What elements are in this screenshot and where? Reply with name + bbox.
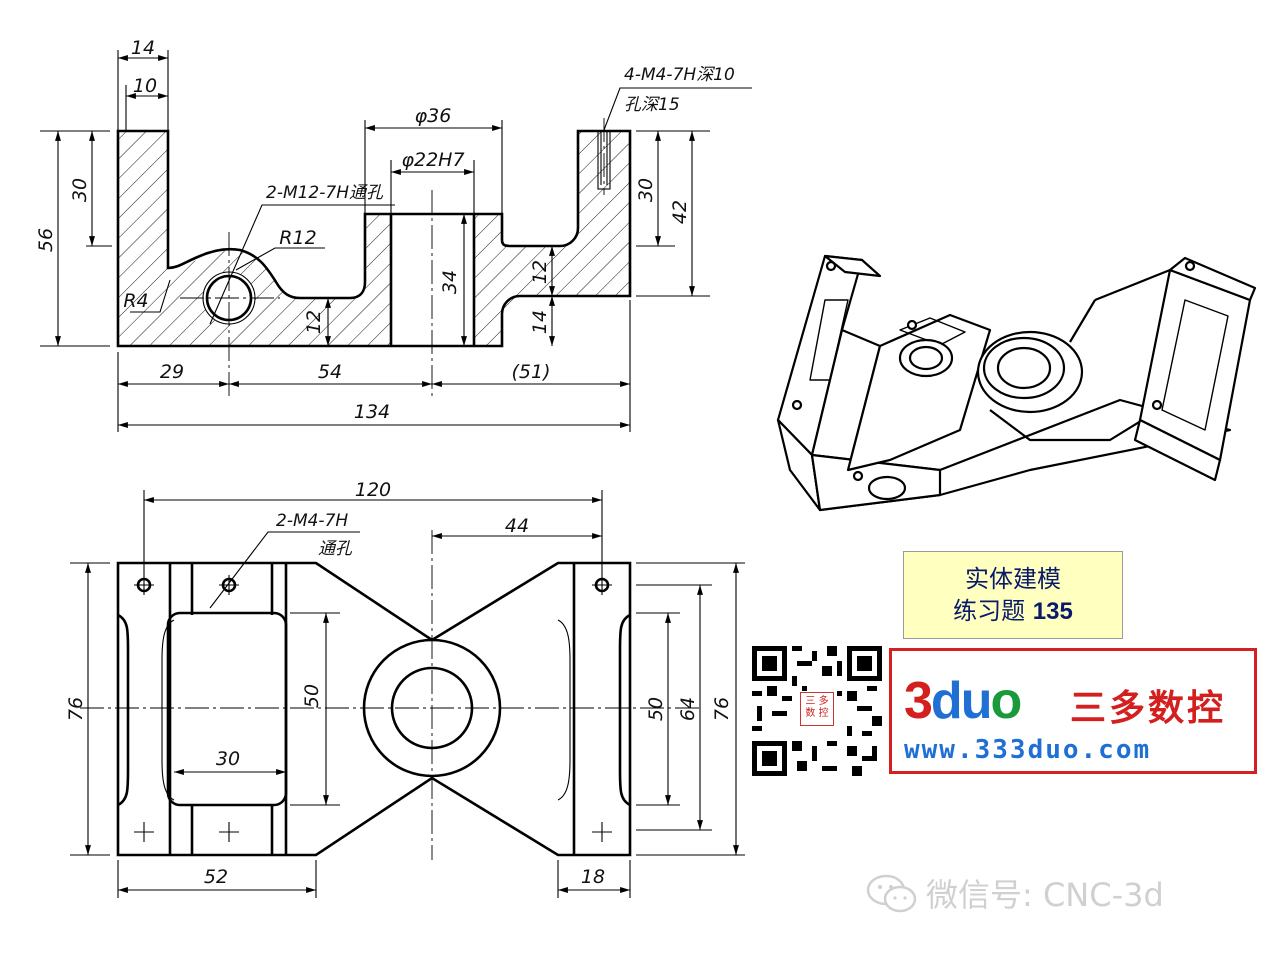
dim-76-right: 76 xyxy=(711,697,733,721)
note-m4-top: 4-M4-7H深10 xyxy=(624,65,735,85)
dim-50-left: 50 xyxy=(301,684,323,708)
brand-name: 三多数控 xyxy=(1070,688,1227,729)
top-view-outline xyxy=(116,561,632,857)
dim-120: 120 xyxy=(355,479,391,501)
wechat-icon xyxy=(866,874,917,913)
dim-64: 64 xyxy=(677,697,699,721)
exercise-title-label: 练习题 xyxy=(953,596,1026,625)
exercise-title-line1: 实体建模 xyxy=(965,564,1061,593)
brand-logo-u: u xyxy=(960,672,993,730)
dim-50-right: 50 xyxy=(645,697,667,721)
wechat-id-text: 微信号: CNC-3d xyxy=(926,876,1164,914)
qr-badge-line2: 数 控 xyxy=(805,708,829,719)
dim-54: 54 xyxy=(318,361,342,383)
dim-12-mid: 12 xyxy=(529,260,551,284)
wechat-watermark: 微信号: CNC-3d xyxy=(866,870,1164,916)
dim-56: 56 xyxy=(35,228,57,252)
dim-52: 52 xyxy=(204,866,228,888)
dim-14: 14 xyxy=(131,37,155,59)
front-view-outline xyxy=(116,129,632,348)
brand-logo-o: o xyxy=(990,672,1022,730)
dim-phi22h7: φ22H7 xyxy=(401,149,464,171)
exercise-title-box: 实体建模 练习题 135 xyxy=(903,551,1123,639)
front-view: 14 10 56 30 φ36 φ22H7 34 30 42 12 14 12 … xyxy=(35,37,752,432)
dim-12-low: 12 xyxy=(303,310,325,334)
top-view-dimensions xyxy=(70,490,745,898)
top-view: 120 44 76 50 30 50 64 76 52 18 2-M4-7H 通… xyxy=(65,479,745,898)
exercise-number: 135 xyxy=(1032,597,1073,625)
front-view-dimensions xyxy=(40,50,752,432)
dim-42: 42 xyxy=(669,200,691,224)
dim-18: 18 xyxy=(581,866,605,888)
brand-logo-3: 3 xyxy=(904,672,933,730)
dim-30-left: 30 xyxy=(69,178,91,202)
qr-badge-line1: 三 多 xyxy=(805,696,829,707)
dim-29: 29 xyxy=(160,361,184,383)
brand-url: www.333duo.com xyxy=(904,735,1152,765)
dim-30-right: 30 xyxy=(635,178,657,202)
note-m4-thread: 2-M4-7H xyxy=(276,511,348,531)
top-view-pocket xyxy=(166,611,288,807)
dim-51-ref: (51) xyxy=(511,361,550,383)
dim-30: 30 xyxy=(216,748,240,770)
dim-phi36: φ36 xyxy=(415,105,452,127)
note-m12-thread: 2-M12-7H通孔 xyxy=(266,183,384,203)
dim-34: 34 xyxy=(439,270,461,294)
dim-44: 44 xyxy=(505,515,529,537)
isometric-view xyxy=(776,254,1257,512)
note-hole-depth: 孔深15 xyxy=(624,95,680,115)
dim-r4: R4 xyxy=(123,290,148,312)
qr-center-badge: 三 多 数 控 xyxy=(800,692,834,726)
dim-134: 134 xyxy=(354,401,390,423)
front-view-hatch xyxy=(118,131,630,346)
dim-14-right: 14 xyxy=(529,310,551,334)
note-through: 通孔 xyxy=(318,539,353,559)
brand-banner: 3duo 三多数控 www.333duo.com xyxy=(889,648,1257,774)
brand-logo-d: d xyxy=(930,672,963,730)
brand-logo: 3duo xyxy=(904,671,1022,731)
exercise-title-line2: 练习题 135 xyxy=(953,595,1073,628)
dim-10: 10 xyxy=(133,75,157,97)
dim-76-left: 76 xyxy=(65,697,87,721)
dim-r12: R12 xyxy=(279,227,316,249)
